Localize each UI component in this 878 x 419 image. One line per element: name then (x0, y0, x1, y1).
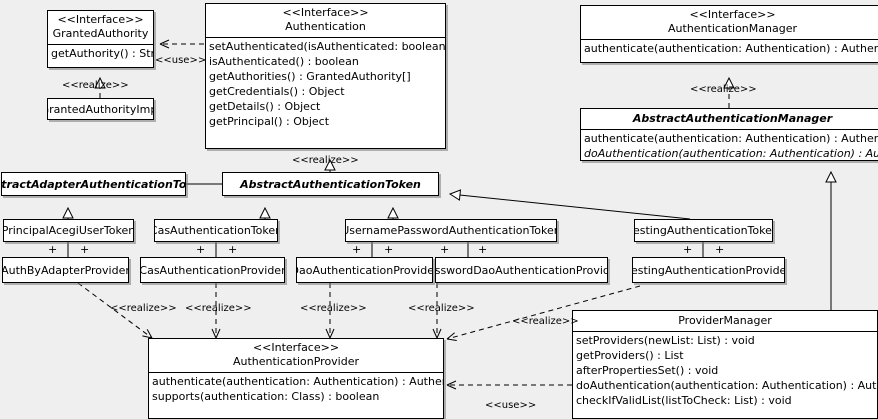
assoc-mark-castoken-right: + (228, 243, 238, 256)
class-name-label: TestingAuthenticationToken (634, 224, 773, 237)
class-name-label: TestingAuthenticationProvider (632, 263, 785, 277)
method-item: supports(authentication: Class) : boolea… (152, 390, 380, 403)
class-header: ProviderManager (573, 311, 877, 331)
class-cas-authentication-token[interactable]: CasAuthenticationToken (154, 219, 278, 242)
assoc-mark-usernametoken-d: + (478, 243, 488, 256)
class-name-label: AbstractAuthenticationToken (240, 177, 421, 191)
class-name-label: GrantedAuthorityImpl (47, 102, 153, 116)
class-header: <<Interface>> AuthenticationManager (581, 6, 878, 39)
class-name-label: AuthenticationManager (668, 22, 797, 35)
method-compartment: authenticate(authentication: Authenticat… (149, 372, 443, 405)
class-abstract-authentication-manager[interactable]: AbstractAuthenticationManager authentica… (580, 108, 878, 161)
method-item: getCredentials() : Object (209, 85, 345, 98)
assoc-mark-castoken-left: + (196, 243, 206, 256)
stereotype-label: <<Interface>> (57, 13, 144, 26)
class-abstract-adapter-authentication-token[interactable]: AbstractAdapterAuthenticationToken (1, 172, 186, 196)
stereotype-label: <<Interface>> (252, 341, 340, 354)
stereotype-label: <<Interface>> (689, 8, 776, 21)
method-item: setProviders(newList: List) : void (576, 334, 755, 347)
stereotype-label: <<Interface>> (282, 6, 369, 19)
method-item: authenticate(authentication: Authenticat… (584, 132, 878, 145)
edge-label-realize-grantedauthorityimpl: <<realize>> (62, 80, 129, 91)
class-name-label: Authentication (285, 20, 366, 33)
assoc-mark-principaltoken-right: + (80, 243, 90, 256)
edge-label-realize-abstractauthenticationmanager: <<realize>> (690, 84, 757, 95)
edge-label-use-authentication-grantedauthority: <<use>> (155, 55, 207, 66)
class-name-label: AuthenticationProvider (232, 355, 360, 368)
method-item: authenticate(authentication: Authenticat… (152, 375, 443, 388)
class-name-label: UsernamePasswordAuthenticationToken (345, 224, 557, 237)
method-item: afterPropertiesSet() : void (576, 364, 719, 377)
class-header: AbstractAuthenticationManager (581, 109, 878, 129)
class-name-label: AbstractAdapterAuthenticationToken (1, 177, 186, 191)
link-generalize-testingauthenticationtoken-abstractauthenticationtoken (450, 194, 691, 220)
class-abstract-authentication-token[interactable]: AbstractAuthenticationToken (222, 172, 439, 196)
class-header: <<Interface>> GrantedAuthority (48, 11, 153, 44)
class-name-label: AuthByAdapterProvider (2, 263, 129, 277)
method-item: doAuthentication(authentication: Authent… (584, 147, 878, 160)
edge-label-use-providermanager: <<use>> (485, 400, 537, 411)
assoc-mark-usernametoken-b: + (384, 243, 394, 256)
edge-label-realize-testingauthenticationprovider: <<realize>> (512, 316, 579, 327)
method-compartment: authenticate(authentication: Authenticat… (581, 129, 878, 160)
edge-label-realize-authbyadapterprovider: <<realize>> (110, 303, 177, 314)
class-granted-authority-impl[interactable]: GrantedAuthorityImpl (47, 98, 154, 120)
class-dao-authentication-provider[interactable]: DaoAuthenticationProvider (296, 257, 433, 283)
class-name-label: AbstractAuthenticationManager (632, 112, 833, 125)
class-auth-by-adapter-provider[interactable]: AuthByAdapterProvider (2, 257, 129, 283)
method-item: setAuthenticated(isAuthenticated: boolea… (209, 40, 446, 53)
class-authentication-provider[interactable]: <<Interface>> AuthenticationProvider aut… (148, 338, 444, 419)
class-testing-authentication-token[interactable]: TestingAuthenticationToken (634, 219, 773, 242)
class-name-label: ProviderManager (678, 314, 772, 327)
method-compartment: authenticate(authentication: Authenticat… (581, 39, 878, 57)
class-principal-acegi-user-token[interactable]: PrincipalAcegiUserToken (3, 219, 134, 242)
class-header: <<Interface>> Authentication (206, 4, 445, 37)
method-compartment: setProviders(newList: List) : void getPr… (573, 331, 877, 409)
class-username-password-authentication-token[interactable]: UsernamePasswordAuthenticationToken (345, 219, 557, 242)
method-item: getAuthority() : String (51, 47, 154, 60)
class-name-label: PasswordDaoAuthenticationProvider (435, 263, 607, 277)
class-cas-authentication-provider[interactable]: CasAuthenticationProvider (140, 257, 285, 283)
method-item: getPrincipal() : Object (209, 115, 330, 128)
method-item: checkIfValidList(listToCheck: List) : vo… (576, 394, 792, 407)
class-granted-authority[interactable]: <<Interface>> GrantedAuthority getAuthor… (47, 10, 154, 68)
method-item: doAuthentication(authentication: Authent… (576, 379, 877, 392)
method-item: getDetails() : Object (209, 100, 321, 113)
edge-label-realize-daoauthenticationprovider: <<realize>> (300, 303, 367, 314)
class-header: <<Interface>> AuthenticationProvider (149, 339, 443, 372)
class-authentication[interactable]: <<Interface>> Authentication setAuthenti… (205, 3, 446, 149)
method-compartment: setAuthenticated(isAuthenticated: boolea… (206, 37, 445, 130)
class-password-dao-authentication-provider[interactable]: PasswordDaoAuthenticationProvider (435, 257, 608, 283)
class-testing-authentication-provider[interactable]: TestingAuthenticationProvider (632, 257, 785, 283)
assoc-mark-principaltoken-left: + (48, 243, 58, 256)
method-item: isAuthenticated() : boolean (209, 55, 359, 68)
assoc-mark-usernametoken-c: + (440, 243, 450, 256)
edge-label-realize-passworddaoprovider: <<realize>> (408, 303, 475, 314)
edge-label-realize-casauthenticationprovider: <<realize>> (185, 303, 252, 314)
method-compartment: getAuthority() : String (48, 44, 153, 62)
assoc-mark-testingtoken-right: + (715, 243, 725, 256)
method-item: authenticate(authentication: Authenticat… (584, 42, 878, 55)
edge-label-realize-abstractauthenticationtoken: <<realize>> (292, 155, 359, 166)
class-name-label: DaoAuthenticationProvider (296, 263, 433, 277)
method-item: getAuthorities() : GrantedAuthority[] (209, 70, 411, 83)
class-name-label: CasAuthenticationProvider (140, 263, 285, 277)
class-name-label: GrantedAuthority (52, 27, 149, 40)
class-authentication-manager[interactable]: <<Interface>> AuthenticationManager auth… (580, 5, 878, 63)
method-item: getProviders() : List (576, 349, 684, 362)
assoc-mark-testingtoken-left: + (683, 243, 693, 256)
assoc-mark-usernametoken-a: + (352, 243, 362, 256)
class-name-label: CasAuthenticationToken (154, 224, 278, 237)
class-provider-manager[interactable]: ProviderManager setProviders(newList: Li… (572, 310, 878, 419)
class-name-label: PrincipalAcegiUserToken (3, 224, 134, 237)
